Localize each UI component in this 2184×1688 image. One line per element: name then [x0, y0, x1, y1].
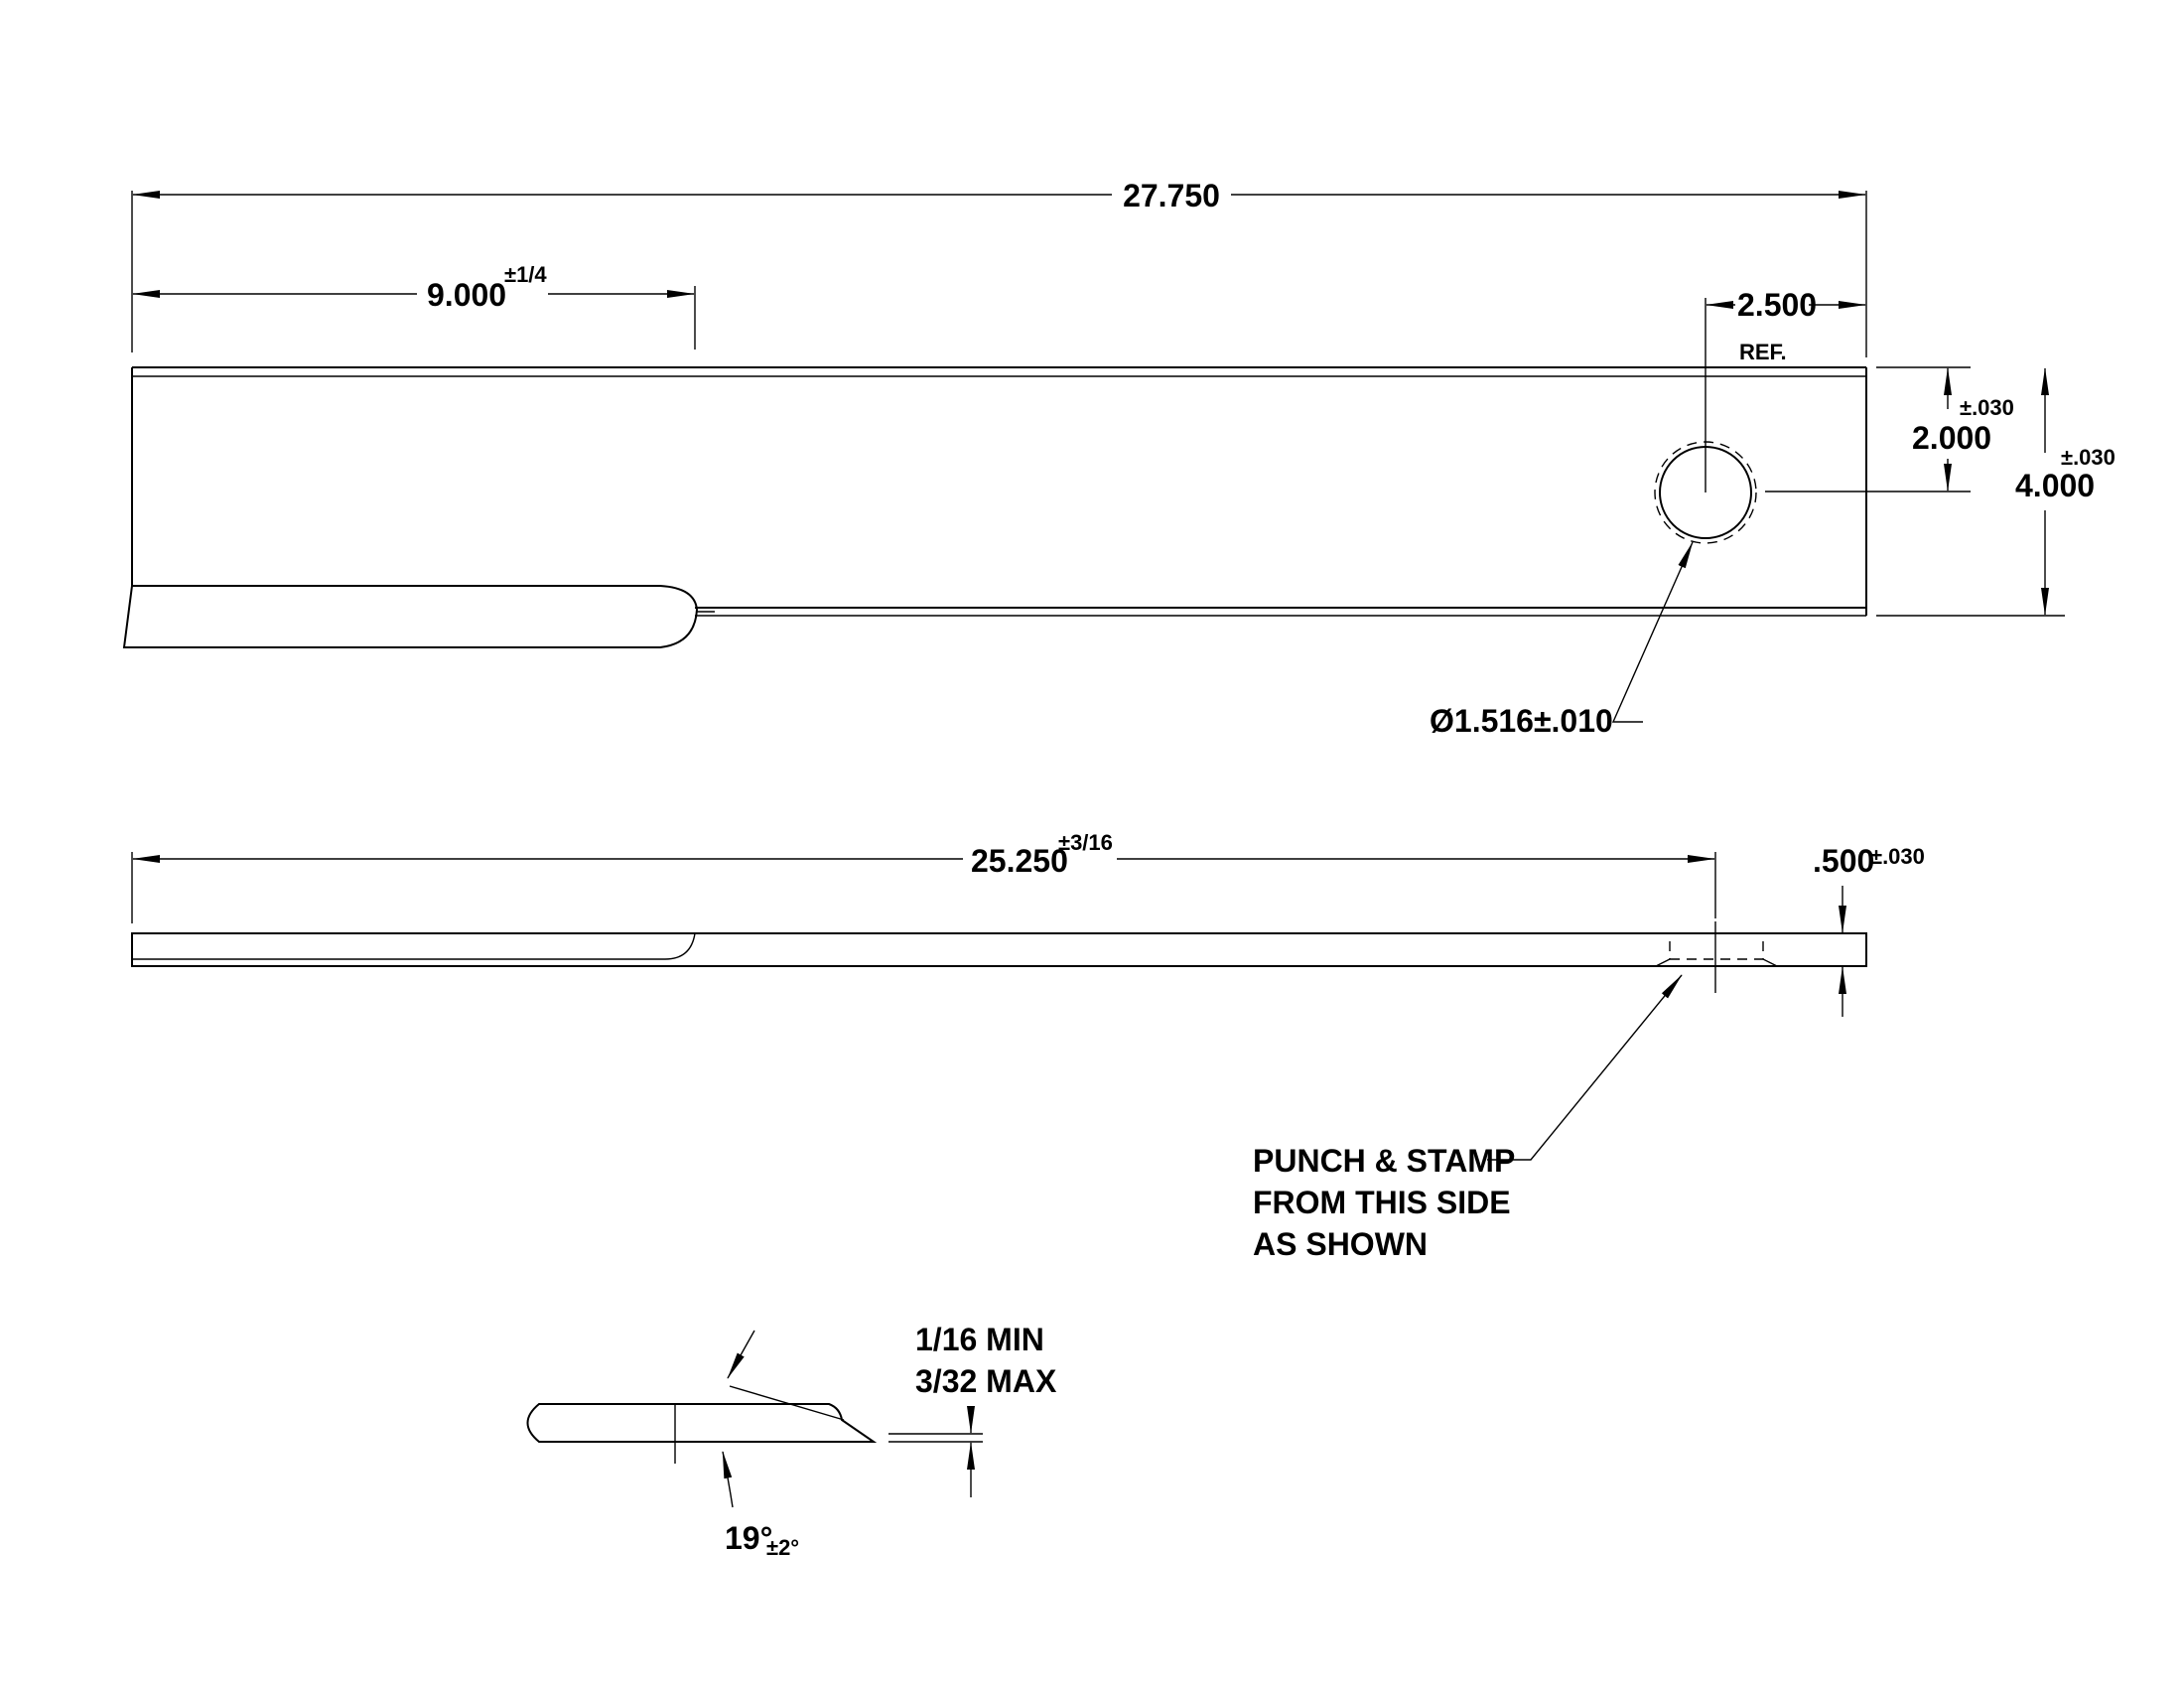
dimension-hole-location: 25.250 ±3/16 [131, 830, 1716, 923]
thickness-tolerance: ±.030 [1870, 844, 1925, 869]
hole-offset-ref: REF. [1739, 340, 1787, 364]
overall-width-tolerance: ±.030 [2061, 445, 2116, 470]
hole-height-label: 2.000 [1912, 420, 1991, 456]
thickness-label: .500 [1813, 843, 1874, 879]
bevel-angle-label: 19° [725, 1520, 772, 1556]
dimension-bevel-angle: 19° ±2° [722, 1451, 799, 1560]
dimension-hole-height: 2.000 ±.030 [1765, 366, 2014, 492]
overall-width-label: 4.000 [2015, 468, 2095, 503]
punch-note-line-3: AS SHOWN [1253, 1226, 1428, 1262]
blade-outline-side [131, 921, 1867, 993]
hole-diameter-callout: Ø1.516±.010 [1430, 541, 1694, 739]
top-view: 27.750 9.000 ±1/4 2.500 REF. 2.000 ±.030 [122, 178, 2116, 739]
side-view: 25.250 ±3/16 .500 ±.030 PUNCH & STAMP FR… [131, 830, 1925, 1262]
punch-note-line-2: FROM THIS SIDE [1253, 1185, 1511, 1220]
dimension-bevel-length: 9.000 ±1/4 [132, 262, 696, 350]
dimension-overall-width: 4.000 ±.030 [1876, 367, 2116, 617]
dimension-overall-length: 27.750 [131, 178, 1867, 357]
edge-min-label: 1/16 MIN [915, 1322, 1044, 1357]
overall-length-label: 27.750 [1123, 178, 1220, 213]
hole-height-tolerance: ±.030 [1960, 395, 2014, 420]
hole-location-label: 25.250 [971, 843, 1068, 879]
bevel-length-tolerance: ±1/4 [504, 262, 547, 287]
bevel-length-label: 9.000 [427, 277, 506, 313]
punch-note-line-1: PUNCH & STAMP [1253, 1143, 1515, 1179]
hole-offset-label: 2.500 [1737, 287, 1817, 323]
hole-location-tolerance: ±3/16 [1058, 830, 1113, 855]
bevel-angle-tolerance: ±2° [766, 1535, 799, 1560]
edge-section-profile [526, 1385, 878, 1464]
edge-max-label: 3/32 MAX [915, 1363, 1057, 1399]
dimension-thickness: .500 ±.030 [1813, 843, 1925, 1017]
dimension-hole-offset: 2.500 REF. [1705, 287, 1866, 492]
punch-stamp-callout: PUNCH & STAMP FROM THIS SIDE AS SHOWN [1253, 974, 1683, 1262]
dimension-edge-thickness: 1/16 MIN 3/32 MAX [888, 1322, 1057, 1497]
blade-outline-top [122, 366, 1867, 648]
hole-diameter-label: Ø1.516±.010 [1430, 703, 1613, 739]
edge-detail: 1/16 MIN 3/32 MAX 19° ±2° [526, 1322, 1057, 1560]
